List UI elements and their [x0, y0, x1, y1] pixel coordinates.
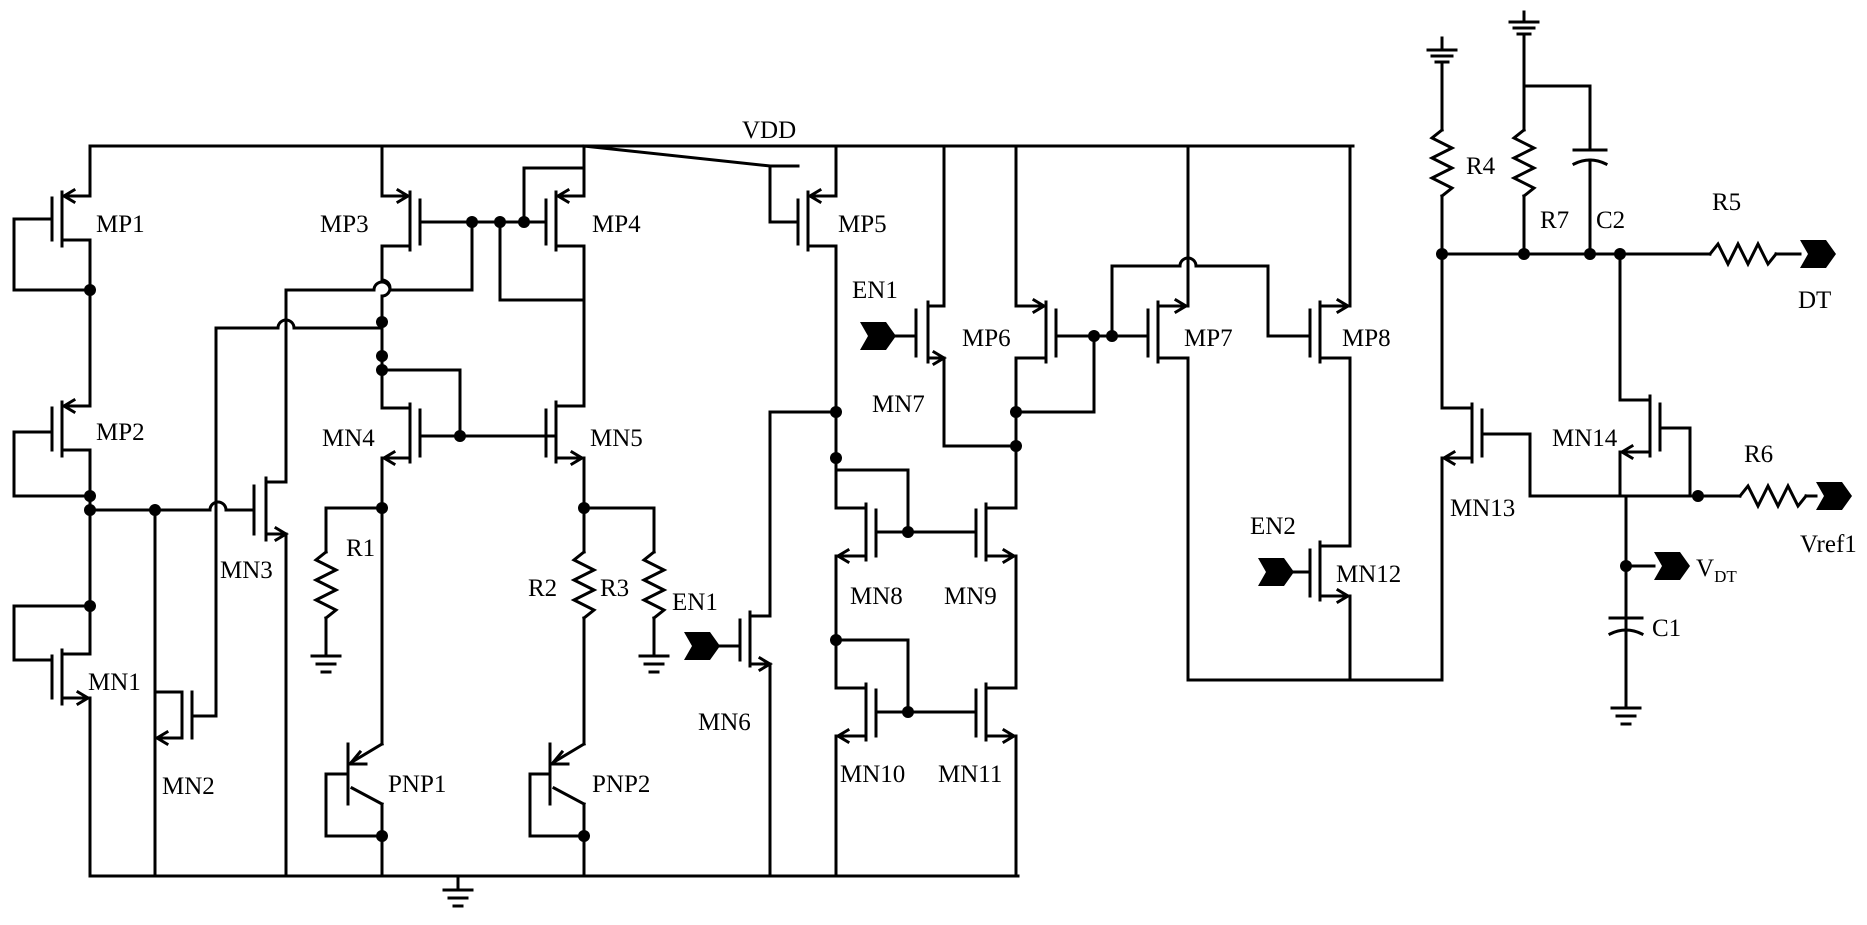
resistor-r6 — [1698, 486, 1816, 506]
ground-rail — [90, 876, 1018, 906]
junction-dot — [578, 502, 590, 514]
label-mn7: MN7 — [872, 391, 925, 418]
transistor-mn4 — [382, 356, 556, 508]
junction-dot — [376, 502, 388, 514]
junction-dot — [578, 830, 590, 842]
transistor-mn2 — [155, 328, 216, 744]
label-mp6: MP6 — [962, 325, 1011, 352]
label-mn12: MN12 — [1336, 561, 1401, 588]
junction-dot — [1010, 440, 1022, 452]
junction-dot — [84, 600, 96, 612]
label-vdt: VDT — [1696, 555, 1737, 586]
junction-dot — [466, 216, 478, 228]
junction-dot — [1010, 406, 1022, 418]
label-mp4: MP4 — [592, 211, 641, 238]
label-vdt-main: V — [1696, 555, 1714, 582]
label-en1-bottom: EN1 — [672, 589, 718, 616]
label-mn11: MN11 — [938, 761, 1002, 788]
transistor-pnp1 — [326, 744, 382, 876]
junction-dot — [902, 526, 914, 538]
label-en2: EN2 — [1250, 513, 1296, 540]
label-mp7: MP7 — [1184, 325, 1233, 352]
label-mp8: MP8 — [1342, 325, 1391, 352]
label-mp2: MP2 — [96, 419, 145, 446]
label-r3: R3 — [600, 575, 629, 602]
label-r2: R2 — [528, 575, 557, 602]
capacitor-c1 — [1610, 566, 1642, 724]
label-mn4: MN4 — [322, 425, 375, 452]
resistor-r5 — [1710, 244, 1800, 264]
label-r5: R5 — [1712, 189, 1741, 216]
label-mn9: MN9 — [944, 583, 997, 610]
transistor-mp6 — [1016, 146, 1112, 446]
junction-dot — [376, 364, 388, 376]
transistor-mp1 — [14, 146, 90, 290]
transistor-pnp2 — [530, 744, 584, 876]
junction-dot — [1584, 248, 1596, 260]
junction-dot — [84, 504, 96, 516]
en2-pin — [1258, 558, 1294, 586]
junction-dot — [518, 216, 530, 228]
transistor-mn10 — [836, 640, 908, 876]
transistor-mp3 — [382, 146, 500, 356]
label-dt: DT — [1798, 287, 1831, 314]
junction-dot — [454, 430, 466, 442]
label-vdd: VDD — [742, 117, 796, 144]
vdt-pin — [1626, 552, 1690, 580]
label-mn10: MN10 — [840, 761, 905, 788]
label-mn1: MN1 — [88, 669, 141, 696]
label-mn5: MN5 — [590, 425, 643, 452]
junction-dot — [1518, 248, 1530, 260]
label-mn3: MN3 — [220, 557, 273, 584]
resistor-r4 — [1428, 38, 1456, 408]
label-mn13: MN13 — [1450, 495, 1515, 522]
transistor-mp7 — [1112, 146, 1442, 680]
en1-pin-top — [860, 322, 916, 350]
label-mp1: MP1 — [96, 211, 145, 238]
label-r4: R4 — [1466, 153, 1496, 180]
transistor-mn7 — [916, 146, 1016, 446]
transistor-mp4 — [500, 146, 584, 406]
junction-dot — [1088, 330, 1100, 342]
junction-dot — [1614, 248, 1626, 260]
transistor-mp2 — [14, 290, 90, 496]
junction-dot — [84, 284, 96, 296]
label-vdt-sub: DT — [1714, 567, 1737, 586]
label-mn6: MN6 — [698, 709, 751, 736]
label-r6: R6 — [1744, 441, 1773, 468]
dt-pin — [1800, 240, 1836, 268]
label-pnp2: PNP2 — [592, 771, 650, 798]
wire-dt-node — [1442, 254, 1710, 400]
transistor-mn1 — [14, 510, 90, 876]
label-r1: R1 — [346, 535, 375, 562]
label-vref1: Vref1 — [1800, 531, 1857, 558]
label-c2: C2 — [1596, 207, 1625, 234]
label-mp3: MP3 — [320, 211, 369, 238]
junction-dot — [902, 706, 914, 718]
transistor-mp5 — [584, 146, 836, 412]
junction-dot — [376, 316, 388, 328]
junction-dot — [84, 490, 96, 502]
label-en1-top: EN1 — [852, 277, 898, 304]
wire-mp3-mp4-bias — [216, 224, 472, 328]
label-pnp1: PNP1 — [388, 771, 446, 798]
junction-dot — [376, 830, 388, 842]
resistor-r2 — [574, 508, 594, 744]
transistor-mp8 — [1268, 146, 1350, 546]
junction-dot — [149, 504, 161, 516]
label-mn8: MN8 — [850, 583, 903, 610]
transistor-mn5 — [546, 402, 584, 508]
transistor-mn9 — [876, 446, 1016, 688]
label-c1: C1 — [1652, 615, 1681, 642]
label-mp5: MP5 — [838, 211, 887, 238]
vref1-pin — [1816, 482, 1852, 510]
en1-pin-bottom — [684, 632, 720, 660]
label-mn2: MN2 — [162, 773, 215, 800]
label-r7: R7 — [1540, 207, 1569, 234]
label-mn14: MN14 — [1552, 425, 1618, 452]
transistor-mn6 — [720, 412, 836, 876]
resistor-r7 — [1510, 12, 1538, 254]
